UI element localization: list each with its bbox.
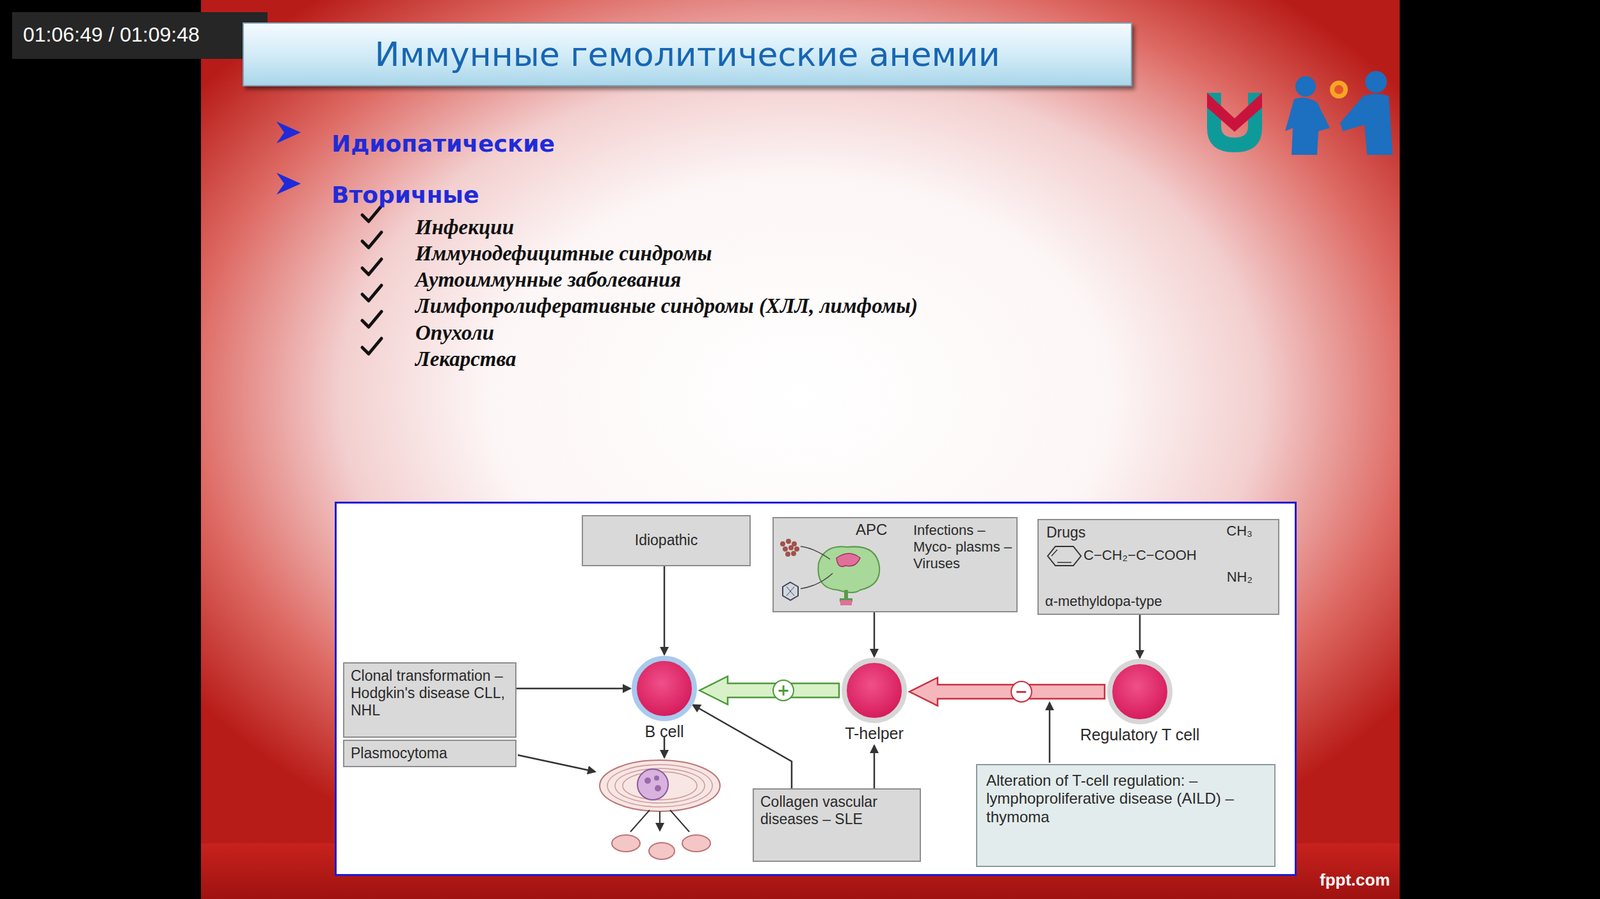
arrow-connector — [1139, 615, 1142, 658]
cell-label: T-helper — [765, 724, 984, 744]
bullet-heading: Вторичные — [331, 181, 480, 208]
edge-sign: + — [772, 679, 795, 702]
list-item: Инфекции — [415, 215, 514, 240]
cause-box: Idiopathic — [581, 515, 751, 567]
benzene-ring — [1045, 544, 1084, 568]
list-item: Иммунодефицитные синдромы — [415, 241, 713, 266]
regulation-arrow — [1048, 702, 1051, 763]
slide-title: Иммунные гемолитические анемии — [375, 35, 1001, 74]
cell-circle — [1107, 659, 1173, 725]
bullet-heading: Идиопатические — [331, 130, 555, 157]
title-band: Иммунные гемолитические анемии — [242, 22, 1133, 87]
list-item: Опухоли — [415, 321, 495, 345]
check-mark — [362, 206, 382, 354]
box-text: Infections – Myco- plasms – Viruses — [913, 522, 1015, 573]
cause-box: Alteration of T-cell regulation: – lymph… — [976, 764, 1276, 868]
cause-box: Collagen vascular diseases – SLE — [752, 788, 921, 863]
formula-text: C−CH₂−C−COOH — [1083, 547, 1197, 564]
bullet-arrow — [276, 121, 301, 195]
block-arrow — [699, 676, 840, 705]
cell-label: Regulatory T cell — [1031, 725, 1249, 745]
box-text: Plasmocytoma — [350, 744, 509, 763]
formula-text: CH₃ — [1226, 522, 1253, 540]
formula-text: α-methyldopa-type — [1045, 593, 1163, 610]
box-text: Collagen vascular diseases – SLE — [760, 793, 914, 829]
drug-box: Drugs CH₃ C−CH₂−C−COOH NH₂ α-methyldopa-type — [1037, 519, 1280, 616]
cell-label: B cell — [555, 722, 774, 742]
box-heading: Drugs — [1046, 524, 1086, 542]
arrow-connector — [516, 688, 631, 690]
box-text: Clonal transformation – Hodgkin's diseas… — [350, 667, 509, 720]
university-logo — [1207, 92, 1263, 153]
cell-circle — [841, 657, 907, 724]
edge-sign: − — [1010, 680, 1033, 703]
arrow-connector — [692, 705, 792, 790]
block-arrow — [909, 677, 1105, 706]
cell-node: Regulatory T cell — [1031, 659, 1249, 745]
cell-node: T-helper — [765, 657, 984, 744]
box-text: Idiopathic — [634, 531, 698, 550]
plasmocytoma-arrow — [517, 755, 596, 772]
list-item: Лекарства — [415, 347, 517, 372]
box-heading: APC — [855, 520, 888, 539]
plasma-cell — [599, 760, 720, 860]
watermark: fppt.com — [1319, 870, 1391, 891]
cause-box: Plasmocytoma — [343, 739, 517, 768]
arrow-connector — [873, 612, 876, 657]
infection-box: APC Infections – Myco- plasms – Viruses — [772, 517, 1018, 613]
list-item: Аутоиммунные заболевания — [415, 268, 681, 292]
cause-box: Clonal transformation – Hodgkin's diseas… — [343, 662, 517, 738]
children-logo — [1285, 71, 1393, 155]
cell-circle — [631, 656, 697, 722]
timestamp: 01:06:49 / 01:09:48 — [23, 23, 200, 47]
arrow-connector — [873, 745, 876, 789]
box-text: Alteration of T-cell regulation: – lymph… — [986, 771, 1266, 827]
cell-node: B cell — [555, 656, 774, 742]
formula-text: NH₂ — [1226, 568, 1253, 586]
list-item: Лимфопролиферативные синдромы (ХЛЛ, лимф… — [415, 294, 918, 319]
arrow-connector — [663, 566, 666, 655]
